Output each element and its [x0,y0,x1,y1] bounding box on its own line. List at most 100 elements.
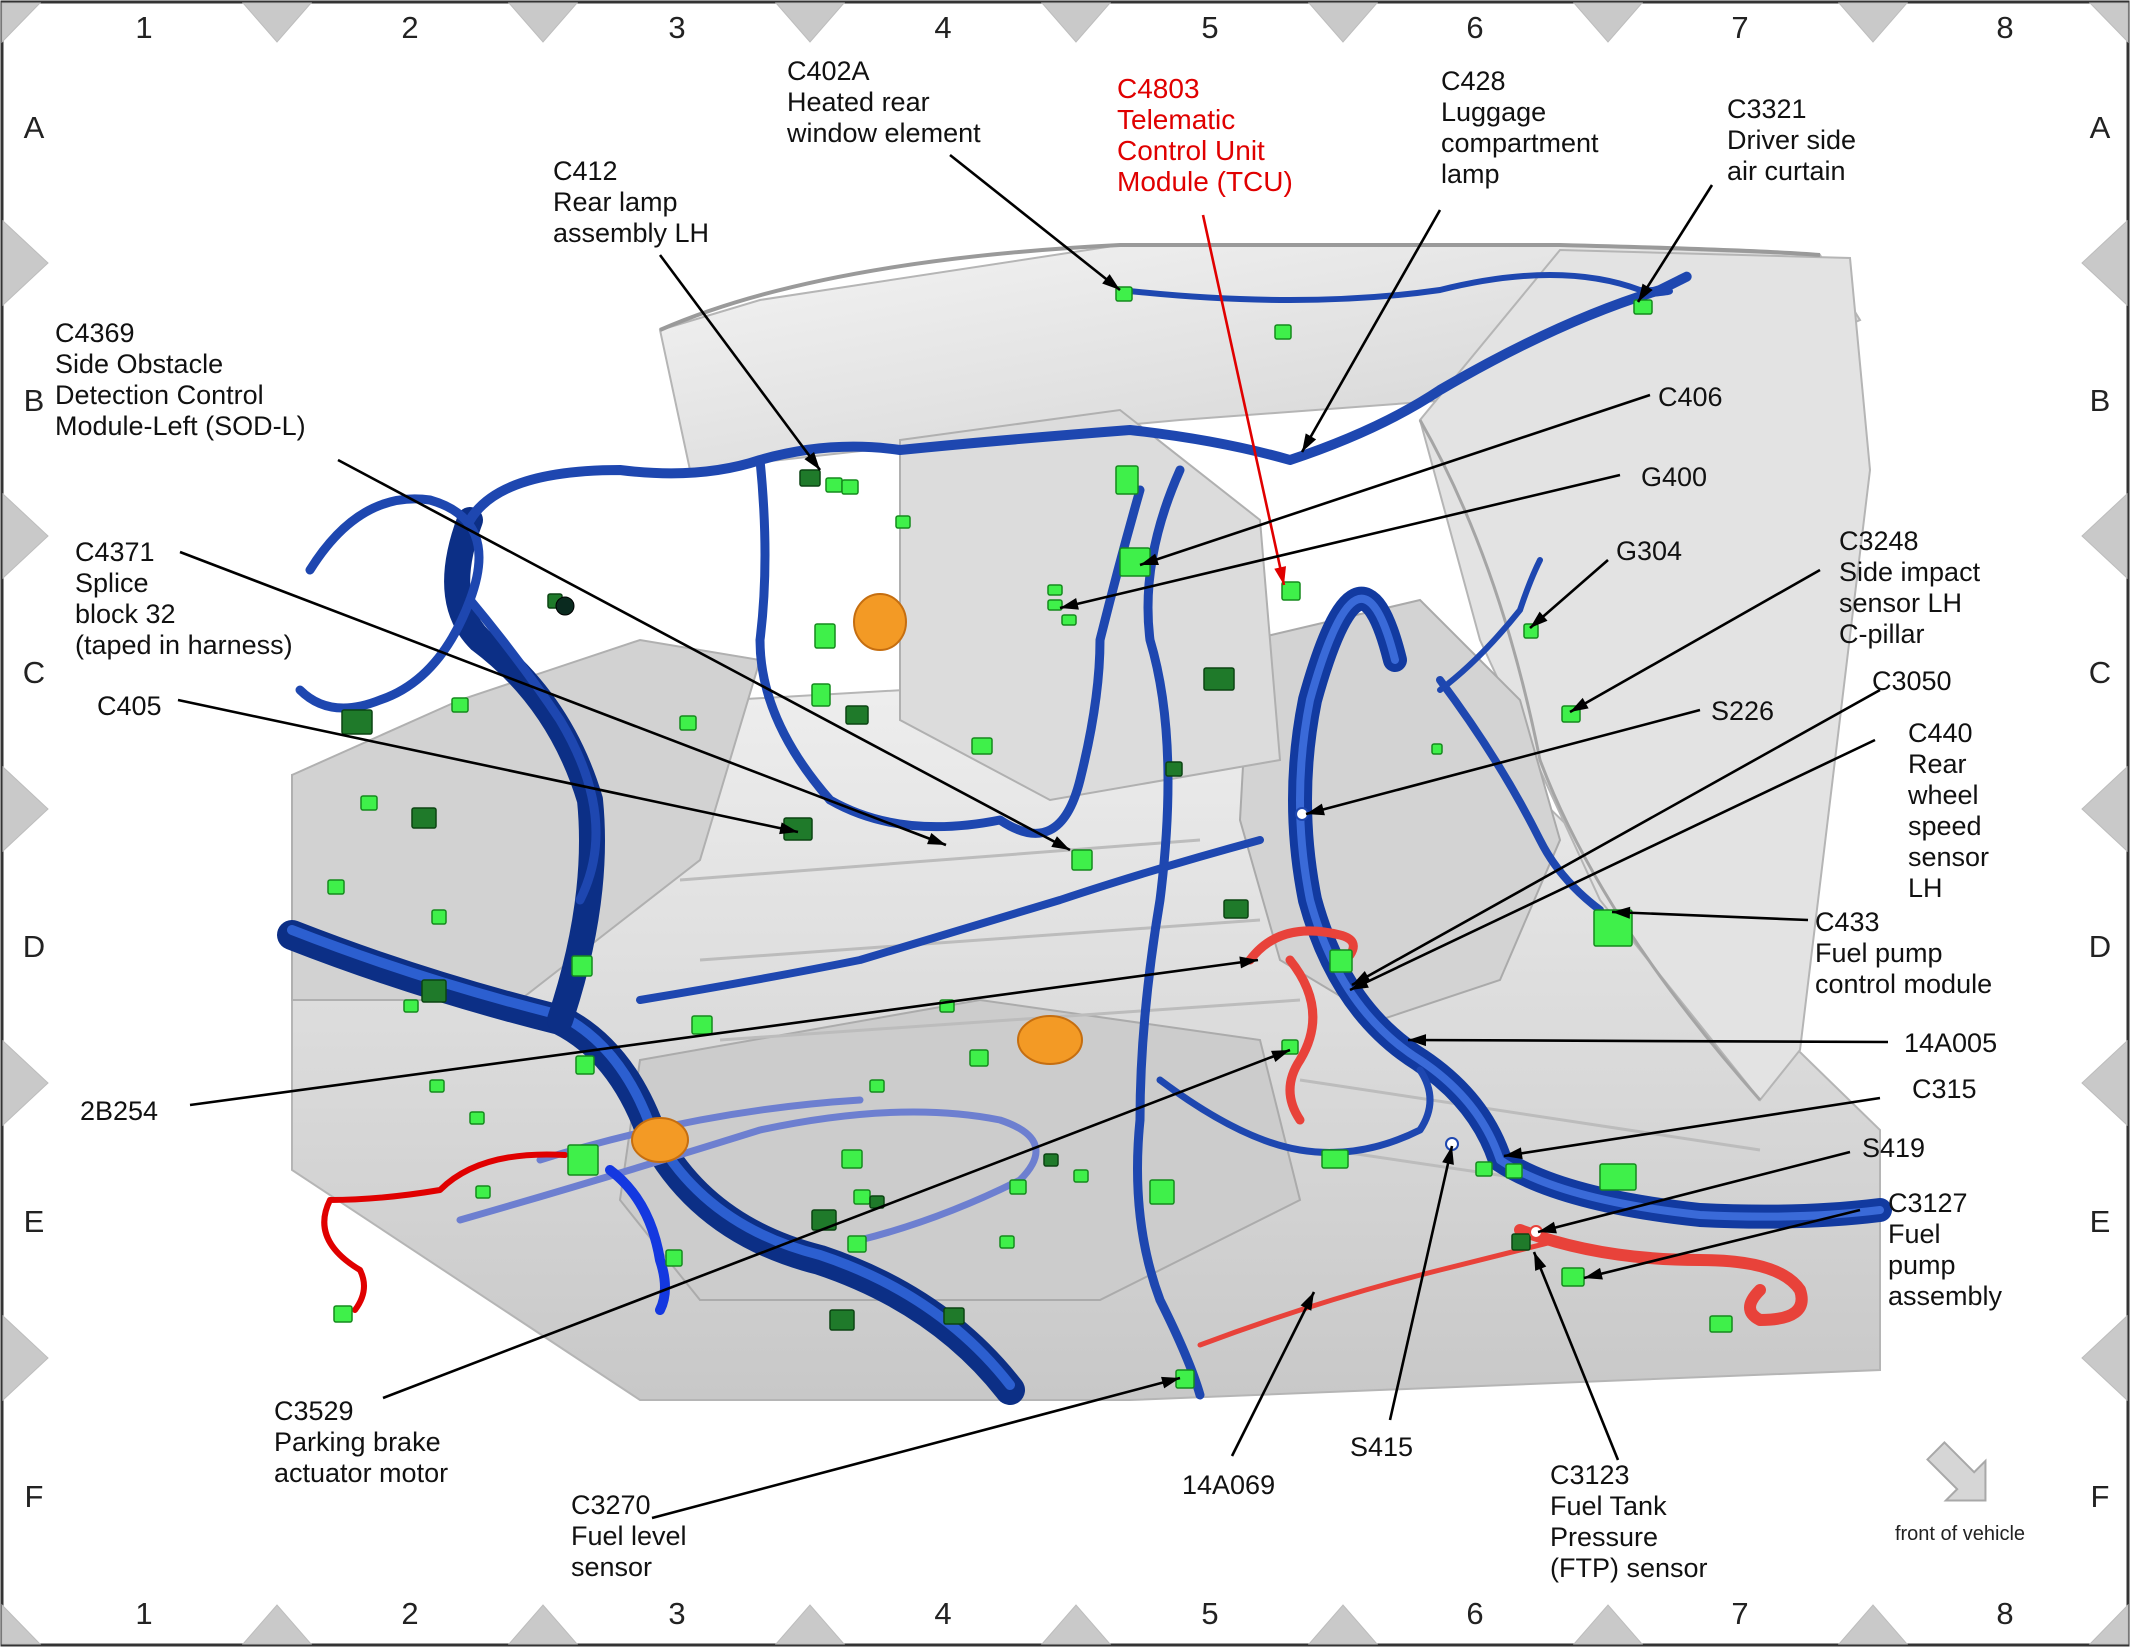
connector-marker [1073,1169,1089,1183]
callout-description: Fuel level [571,1521,687,1551]
connector-marker-dark [341,709,373,735]
leader-arrowhead [1442,1146,1454,1165]
connector-marker [1321,1149,1349,1169]
leader-c3529 [382,1048,1291,1400]
leader-arrowhead [1060,598,1079,610]
frame-notch [1040,2,1112,43]
callout-g304: G304 [1616,536,1682,566]
callout-description: (FTP) sensor [1550,1553,1708,1583]
leader-c4803 [1201,214,1286,586]
frame-notch [774,2,846,43]
connector-marker [691,1015,713,1035]
grid-column-label-bottom: 6 [1466,1596,1483,1631]
leader-c315 [1503,1096,1881,1158]
connector-marker [571,955,593,977]
leader-14a005 [1407,1038,1889,1044]
harness-wheel-branch [1436,676,1604,914]
frame-notch [2,492,49,580]
frame-notch [1837,1604,1909,1645]
callout-code: C4803 [1117,73,1200,104]
grommet-center [1017,1015,1083,1065]
callout-description: Module-Left (SOD-L) [55,411,306,441]
grid-row-label-left: B [24,383,45,418]
leader-arrowhead [1302,433,1317,452]
frame-notch [1307,1604,1379,1645]
callout-description: Heated rear [787,87,930,117]
spare-tire-well [618,998,1302,1301]
callout-s419: S419 [1862,1133,1925,1163]
harness-mid-span [636,836,1264,1004]
leader-c3123 [1532,1251,1620,1461]
connector-marker [327,879,345,895]
floor-ridge-lines [679,838,1801,1222]
connector-marker [1523,623,1539,639]
leader-c4371 [179,550,947,847]
grid-column-label-top: 8 [1996,10,2013,45]
frame-notch [2081,492,2128,580]
connector-marker [1475,1161,1493,1177]
leader-arrowhead [779,822,798,835]
parking-brake-blue-lead [605,1165,670,1315]
grid-column-label-top: 6 [1466,10,1483,45]
connector-marker [1274,324,1292,340]
leader-arrowhead [1271,1050,1290,1063]
connector-marker [869,1079,885,1093]
leader-2b254 [189,958,1259,1107]
leader-arrowhead [1300,1292,1314,1311]
grid-column-label-top: 7 [1731,10,1748,45]
connector-marker [1709,1315,1733,1333]
callout-code: 14A069 [1182,1470,1275,1500]
callout-code: C3321 [1727,94,1807,124]
connector-marker [841,1149,863,1169]
leader-arrowhead [1274,566,1287,585]
connector-marker [814,623,836,649]
leader-c412 [658,254,822,471]
callout-description: window element [786,118,981,148]
frame-notch [1,1603,42,1645]
harness-left-loops [295,494,484,713]
leader-c4369 [337,458,1071,852]
leader-c3321 [1636,184,1714,303]
leader-arrowhead [1051,836,1070,850]
callout-code: G400 [1641,462,1707,492]
leader-arrowhead [1570,697,1589,712]
connector-marker [1115,465,1139,495]
ground-stud-marker [555,596,575,616]
connector-marker-dark [1203,667,1235,691]
frame-notch [2,219,49,307]
callout-description: (taped in harness) [75,630,293,660]
frame-notch [2088,1603,2129,1645]
frame-notch [507,1604,579,1645]
callout-code: C440 [1908,718,1973,748]
grid-row-label-left: D [23,929,45,964]
connector-marker-dark [799,469,821,487]
harness-pillar-branch [1437,557,1543,693]
connector-marker [969,1049,989,1067]
connector-marker [1009,1179,1027,1195]
connector-marker [825,477,843,493]
connector-marker [1329,949,1353,973]
connector-marker [575,1055,595,1075]
leader-arrowhead [1102,274,1120,290]
grid-column-label-top: 1 [135,10,152,45]
grid-row-label-left: F [25,1479,44,1514]
grid-column-label-bottom: 2 [401,1596,418,1631]
connector-marker [475,1185,491,1199]
parking-brake-lead [321,1151,568,1313]
grid-row-label-right: A [2090,110,2111,145]
frame-notch [2,1039,49,1127]
connector-marker [853,1189,871,1205]
connector-marker [567,1144,599,1176]
callout-code: C433 [1815,907,1880,937]
orientation-label: front of vehicle [1895,1523,2025,1545]
callout-14a005: 14A005 [1904,1028,1997,1058]
callout-description: Side impact [1839,557,1981,587]
grid-column-label-bottom: 4 [934,1596,951,1631]
leader-s415 [1388,1145,1454,1421]
